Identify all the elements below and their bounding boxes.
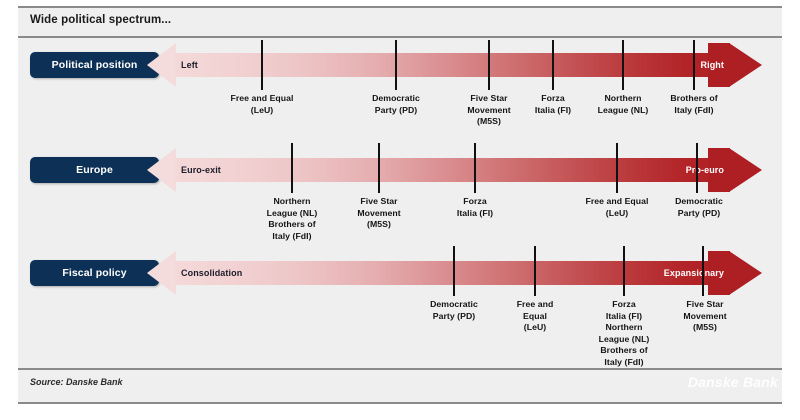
party-label: Northern League (NL) [597, 93, 649, 115]
spectrum-row-political-position: Political position Left Right Free and E… [18, 38, 782, 146]
party-label: Democratic Party (PD) [675, 196, 723, 218]
watermark: Danske Bank [687, 374, 778, 390]
tick-mark [552, 40, 554, 90]
divider-bottom [18, 402, 782, 404]
axis-end-label-left: Euro-exit [181, 165, 221, 175]
divider-under-title [18, 36, 782, 38]
arrow-head-right-icon [729, 43, 762, 87]
tick-mark [534, 246, 536, 296]
tick-mark [623, 246, 625, 296]
tick-mark [693, 40, 695, 90]
divider-top [18, 6, 782, 8]
axis-arrow-europe: Euro-exit Pro-euro [147, 148, 762, 192]
party-label: Forza Italia (FI) [534, 93, 572, 115]
tick-mark [474, 143, 476, 193]
tick-mark [622, 40, 624, 90]
axis-arrow-political-position: Left Right [147, 43, 762, 87]
axis-end-label-right: Expansionary [663, 268, 724, 278]
category-pill-fiscal-policy: Fiscal policy [30, 260, 159, 286]
arrow-band-cap [708, 43, 730, 87]
tick-mark [395, 40, 397, 90]
arrow-band [175, 53, 730, 77]
axis-end-label-left: Consolidation [181, 268, 243, 278]
party-label: Five Star Movement (M5S) [683, 299, 727, 332]
tick-mark [261, 40, 263, 90]
party-label: Five Star Movement (M5S) [357, 196, 401, 229]
arrow-head-left-icon [147, 251, 176, 295]
arrow-head-left-icon [147, 148, 176, 192]
party-label: Five Star Movement (M5S) [467, 93, 511, 126]
arrow-head-right-icon [729, 148, 762, 192]
party-label: Democratic Party (PD) [372, 93, 420, 115]
party-label: Forza Italia (FI) [456, 196, 494, 218]
axis-end-label-right: Pro-euro [685, 165, 724, 175]
arrow-head-right-icon [729, 251, 762, 295]
tick-mark [696, 143, 698, 193]
party-label: Free and Equal (LeU) [585, 196, 649, 218]
arrow-head-left-icon [147, 43, 176, 87]
arrow-band [175, 261, 730, 285]
axis-end-label-right: Right [700, 60, 724, 70]
spectrum-row-fiscal-policy: Fiscal policy Consolidation Expansionary… [18, 246, 782, 368]
plot-area: Political position Left Right Free and E… [18, 38, 782, 368]
tick-mark [453, 246, 455, 296]
tick-mark [702, 246, 704, 296]
party-label: Northern League (NL) Brothers of Italy (… [266, 196, 318, 241]
arrow-band [175, 158, 730, 182]
spectrum-row-europe: Europe Euro-exit Pro-euro Northern Leagu… [18, 143, 782, 248]
page-title: Wide political spectrum... [30, 14, 172, 26]
axis-end-label-left: Left [181, 60, 198, 70]
divider-above-source [18, 368, 782, 370]
axis-arrow-fiscal-policy: Consolidation Expansionary [147, 251, 762, 295]
party-label: Democratic Party (PD) [430, 299, 478, 321]
party-label: Forza Italia (FI) Northern League (NL) B… [598, 299, 650, 367]
source-note: Source: Danske Bank [30, 377, 123, 387]
party-label: Brothers of Italy (FdI) [670, 93, 718, 115]
category-pill-political-position: Political position [30, 52, 159, 78]
tick-mark [291, 143, 293, 193]
tick-mark [378, 143, 380, 193]
category-pill-europe: Europe [30, 157, 159, 183]
party-label: Free and Equal (LeU) [230, 93, 294, 115]
arrow-band-cap [708, 148, 730, 192]
tick-mark [488, 40, 490, 90]
tick-mark [616, 143, 618, 193]
arrow-band-cap [708, 251, 730, 295]
party-label: Free and Equal (LeU) [516, 299, 554, 332]
chart-figure: Wide political spectrum... Political pos… [18, 6, 782, 404]
